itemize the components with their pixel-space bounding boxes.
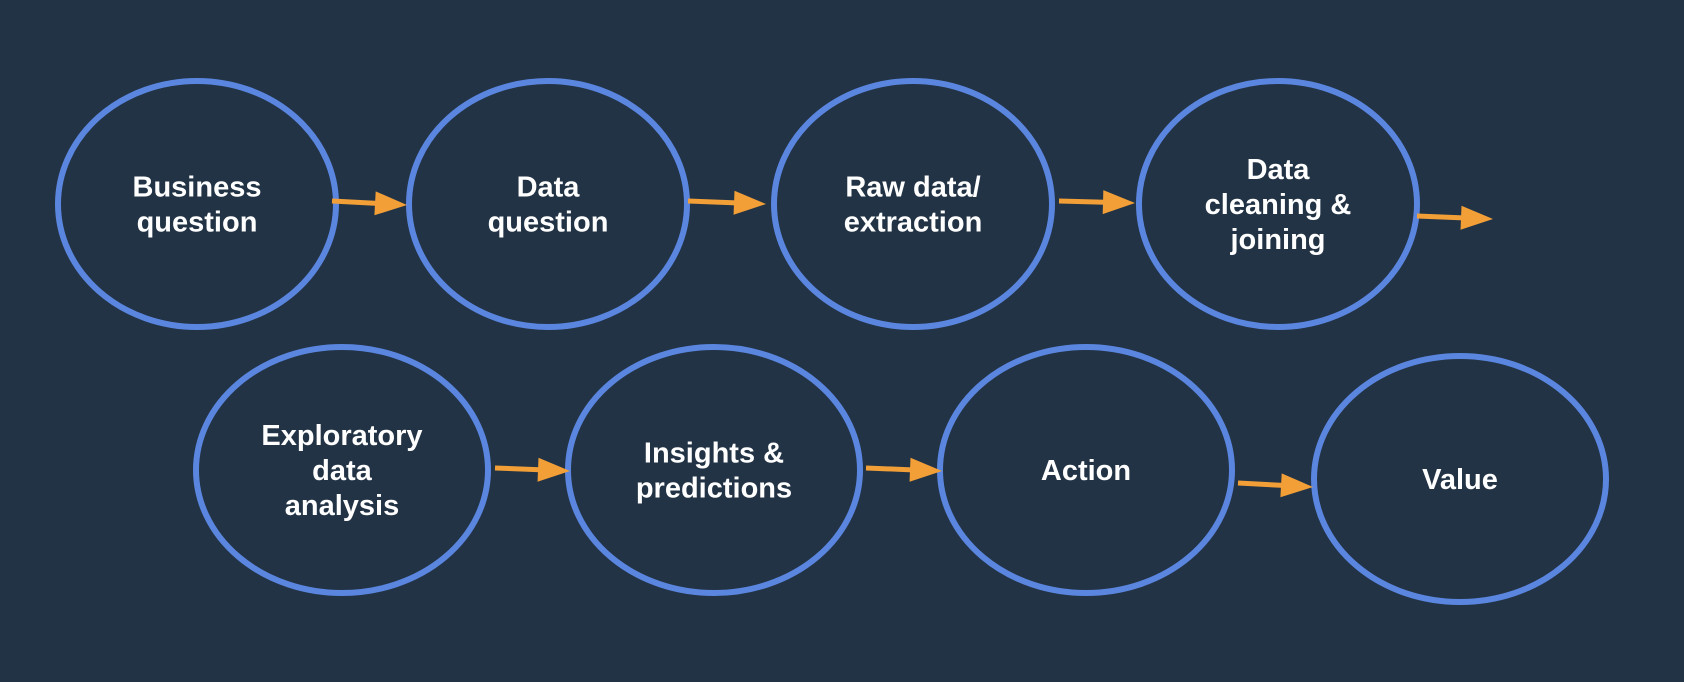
node-label: question <box>488 207 609 239</box>
node-label: Action <box>1041 455 1131 487</box>
node-label: predictions <box>636 473 792 505</box>
arrow-head-icon <box>733 190 766 215</box>
node-action: Action <box>937 344 1235 596</box>
arrow-head-icon <box>1102 190 1135 215</box>
node-ellipse <box>1136 78 1420 330</box>
node-label: analysis <box>285 490 399 522</box>
arrow-head-icon <box>1280 473 1313 498</box>
node-label: Raw data/ <box>845 172 980 204</box>
node-label: Insights & <box>644 438 784 470</box>
arrow-head-icon <box>909 457 942 482</box>
node-ellipse <box>565 344 863 596</box>
node-label: Value <box>1422 464 1498 496</box>
node-ellipse <box>406 78 690 330</box>
arrow-shaft <box>865 465 913 473</box>
arrow-data-question-to-raw-data-extraction <box>687 190 766 215</box>
arrow-head-icon <box>374 191 407 216</box>
node-label: Exploratory <box>261 420 422 452</box>
arrow-shaft <box>1237 480 1284 488</box>
node-ellipse <box>193 344 491 596</box>
node-ellipse <box>771 78 1055 330</box>
arrow-shaft <box>494 465 541 473</box>
arrow-data-cleaning-joining-to-next <box>1416 205 1493 230</box>
arrow-head-icon <box>537 457 570 482</box>
node-label: Business <box>133 172 262 204</box>
node-ellipse <box>1311 353 1609 605</box>
node-value: Value <box>1311 353 1609 605</box>
arrow-action-to-value <box>1237 473 1313 498</box>
node-label: question <box>137 207 258 239</box>
arrow-shaft <box>1416 213 1464 221</box>
node-raw-data-extraction: Raw data/extraction <box>771 78 1055 330</box>
node-label: Data <box>1247 154 1311 186</box>
node-insights-predictions: Insights &predictions <box>565 344 863 596</box>
arrow-raw-data-extraction-to-data-cleaning-joining <box>1058 190 1135 215</box>
node-ellipse <box>937 344 1235 596</box>
arrow-insights-predictions-to-action <box>865 457 942 482</box>
node-label: joining <box>1229 224 1325 256</box>
node-label: Data <box>517 172 581 204</box>
arrow-exploratory-data-analysis-to-insights-predictions <box>494 457 570 482</box>
arrow-shaft <box>1058 198 1106 205</box>
arrow-business-question-to-data-question <box>331 191 407 216</box>
node-label: extraction <box>844 207 983 239</box>
node-label: cleaning & <box>1205 189 1352 221</box>
arrow-shaft <box>331 198 378 206</box>
node-label: data <box>312 455 373 487</box>
node-ellipse <box>55 78 339 330</box>
arrow-head-icon <box>1460 205 1493 230</box>
arrow-shaft <box>687 198 737 206</box>
